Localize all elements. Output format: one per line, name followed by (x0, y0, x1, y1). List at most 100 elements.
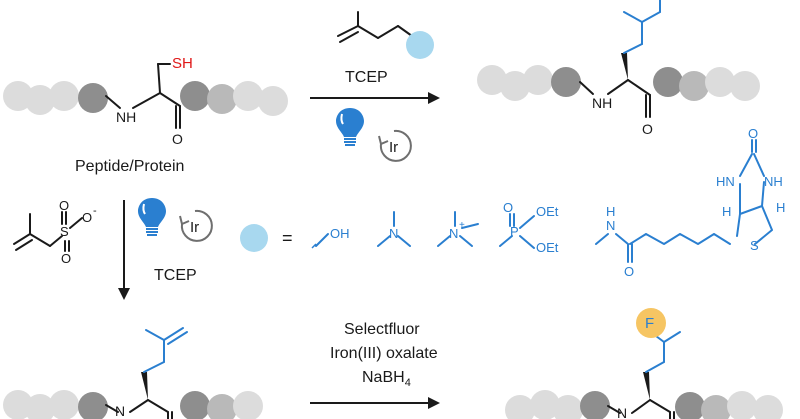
bead (505, 395, 535, 419)
urea-o: O (748, 126, 758, 141)
bead (523, 65, 553, 95)
photocatalyst-bulb-icon (138, 198, 166, 236)
top-reagent-tcep: TCEP (345, 69, 388, 86)
dimethylamine-group: N (377, 211, 411, 247)
product-backbone (579, 79, 651, 118)
oh-label: OH (330, 226, 350, 241)
tag-legend: = OH N N + P O OEt OEt H N O (240, 126, 785, 279)
amide-n: N (606, 218, 615, 233)
bead (25, 394, 55, 419)
biotin-group: H N O O HN NH H H S (595, 126, 785, 279)
start-bead-chain (3, 81, 288, 116)
tag-bead (406, 31, 434, 59)
allyl-sulfonate (13, 211, 83, 252)
ir-label: Ir (190, 219, 199, 236)
alkene-product: N (3, 327, 263, 419)
bead (78, 392, 108, 419)
left-reagent-tcep: TCEP (154, 267, 197, 284)
bead (653, 67, 683, 97)
top-product: NH O (477, 0, 760, 137)
fluorination-step: Selectfluor Iron(III) oxalate NaBH4 (310, 321, 440, 409)
trimethylammonium-group: N + (437, 211, 479, 247)
bead (701, 395, 731, 419)
start-bonds (105, 63, 181, 129)
h-bottom-label: H (776, 200, 785, 215)
ammonium-n-label: N (449, 226, 458, 241)
top-reaction-step: TCEP Ir (310, 11, 440, 162)
alkene-wedge (141, 372, 148, 400)
h-top-label: H (722, 204, 731, 219)
fluoro-bead-chain (505, 390, 783, 419)
alkene-n-label: N (115, 403, 125, 419)
left-reaction-step: S O - O O Ir TCEP (13, 198, 213, 300)
reagent-nabh4: NaBH4 (362, 369, 411, 389)
amine-label: NH (116, 109, 136, 125)
bead (679, 71, 709, 101)
alkene-side-chain (143, 327, 188, 373)
sulfonate-charge: - (93, 205, 97, 217)
bead (675, 392, 705, 419)
phosphonate-group: P O OEt OEt (499, 200, 559, 255)
bead (727, 391, 757, 419)
sulfonate-o-bottom: O (61, 251, 71, 266)
sulfonate-o-minus: O (82, 210, 92, 225)
ir-label: Ir (389, 139, 398, 156)
bead (25, 85, 55, 115)
hn-label: HN (716, 174, 735, 189)
bead (477, 65, 507, 95)
sulfur-label: S (60, 224, 69, 239)
bead (500, 71, 530, 101)
hydroxyl-group: OH (311, 226, 350, 249)
bead (233, 391, 263, 419)
start-peptide: SH NH O Peptide/Protein (3, 55, 288, 175)
bead (753, 395, 783, 419)
bead (180, 391, 210, 419)
amide-o: O (624, 264, 634, 279)
photocatalyst-bulb-icon (336, 108, 364, 146)
fluoro-backbone (607, 399, 675, 419)
reagent-iron-oxalate: Iron(III) oxalate (330, 345, 438, 362)
down-arrowhead (118, 288, 130, 300)
bead (551, 67, 581, 97)
alkene-bead-chain (3, 390, 263, 419)
product-bead-chain (477, 65, 760, 101)
nh-label: NH (764, 174, 783, 189)
fluorine-label: F (645, 315, 654, 332)
bottom-arrowhead (428, 397, 440, 409)
amine-n-label: N (389, 226, 398, 241)
bead (180, 81, 210, 111)
product-amine-label: NH (592, 95, 612, 111)
oet-bottom: OEt (536, 240, 559, 255)
bead (207, 84, 237, 114)
bead (207, 394, 237, 419)
iridium-cycle-icon: Ir (179, 209, 213, 242)
fluoro-n-label: N (617, 405, 627, 419)
bead (553, 395, 583, 419)
bead (705, 67, 735, 97)
bead (580, 391, 610, 419)
thiol-label: SH (172, 55, 193, 72)
bead (49, 81, 79, 111)
bead (78, 83, 108, 113)
product-wedge (621, 53, 628, 80)
bead (49, 390, 79, 419)
sulfonate-o-top: O (59, 198, 69, 213)
fluorine-highlight (636, 308, 666, 338)
bead (233, 81, 263, 111)
phosphorus-label: P (510, 224, 519, 239)
product-alkyl-chain (623, 0, 661, 54)
fluoro-wedge (643, 372, 650, 400)
phosphoryl-o: O (503, 200, 513, 215)
bead (730, 71, 760, 101)
alkene-reagent (337, 11, 413, 43)
reagent-selectfluor: Selectfluor (344, 321, 420, 338)
oet-top: OEt (536, 204, 559, 219)
amide-h: H (606, 204, 615, 219)
fluorinated-product: F N (505, 308, 783, 419)
bead (530, 390, 560, 419)
bead (258, 86, 288, 116)
iridium-cycle-icon: Ir (378, 129, 412, 162)
ammonium-charge: + (459, 220, 465, 231)
thiolane-s: S (750, 238, 759, 253)
